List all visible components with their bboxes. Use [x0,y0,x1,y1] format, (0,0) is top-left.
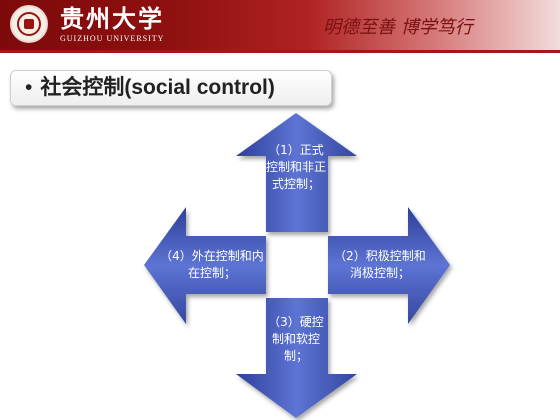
arrow-left [144,207,266,324]
university-seal-logo [10,5,48,43]
university-name-en: GUIZHOU UNIVERSITY [60,34,165,43]
arrow-left-label: （4）外在控制和内在控制； [160,249,264,280]
slide-title-text: 社会控制(social control) [40,76,275,99]
arrow-up-label: （1）正式控制和非正式控制； [265,143,326,191]
header-banner: 贵州大学 GUIZHOU UNIVERSITY 明德至善 博学笃行 [0,0,560,50]
slide-title: • 社会控制(social control) [25,73,275,103]
university-motto: 明德至善 博学笃行 [323,17,473,38]
header-divider [0,50,560,53]
arrow-up [236,113,357,232]
title-bullet: • [25,76,33,99]
arrow-right-label: （2）积极控制和消极控制； [334,249,426,280]
university-name-cn: 贵州大学 [60,4,164,33]
arrow-down-label: （3）硬控制和软控制； [268,315,324,363]
arrow-down [236,298,357,418]
arrow-right [328,207,450,324]
slide-title-box: • 社会控制(social control) [10,70,332,106]
